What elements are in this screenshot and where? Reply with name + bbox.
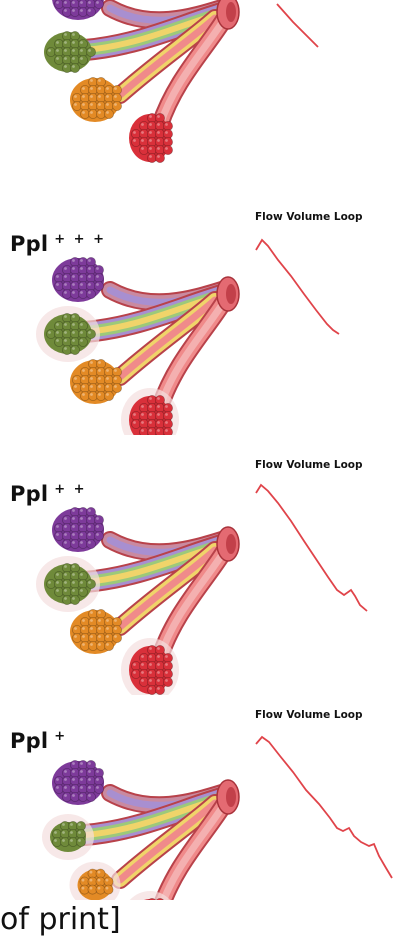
flow-volume-trace <box>0 700 400 900</box>
flow-volume-trace <box>0 0 400 200</box>
panel-2: Flow Volume Loop Ppl+ + <box>0 455 400 695</box>
flow-volume-curve <box>277 4 318 47</box>
flow-volume-curve <box>256 737 392 878</box>
panel-1: Flow Volume Loop Ppl+ + + <box>0 200 400 435</box>
panel-3: Flow Volume Loop Ppl+ <box>0 700 400 900</box>
flow-volume-curve <box>256 240 339 334</box>
footer-caption: of print] <box>0 902 121 937</box>
flow-volume-curve <box>256 485 367 611</box>
flow-volume-trace <box>0 200 400 435</box>
panel-0 <box>0 0 400 200</box>
flow-volume-trace <box>0 455 400 695</box>
